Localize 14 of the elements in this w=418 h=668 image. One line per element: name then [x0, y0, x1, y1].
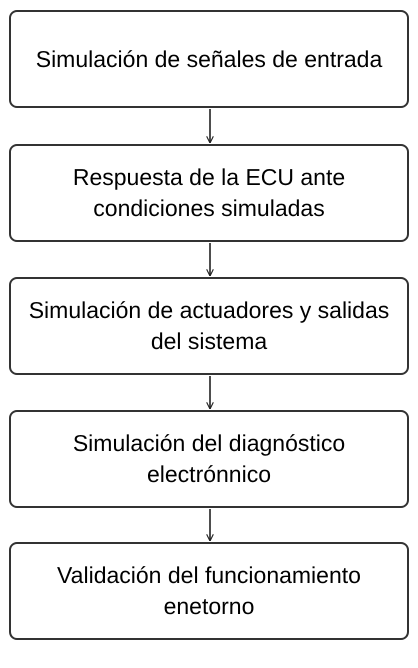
box-label: Validación del funcionamiento enetorno: [56, 561, 362, 621]
process-box: [9, 542, 409, 640]
arrow: [206, 376, 214, 410]
process-box: [9, 277, 409, 375]
process-box: [9, 144, 409, 242]
arrow: [206, 509, 214, 542]
box-label: Respuesta de la ECU ante condiciones simuladas: [72, 163, 346, 223]
box-label: Simulación de señales de entrada: [36, 44, 382, 74]
box-label: Simulación del diagnóstico electrónnico: [72, 429, 346, 489]
process-box: [9, 10, 409, 108]
box-label: Simulación de actuadores y salidas del sistema: [28, 296, 390, 356]
process-box: [9, 410, 409, 508]
arrow: [206, 243, 214, 277]
arrow: [206, 109, 214, 144]
